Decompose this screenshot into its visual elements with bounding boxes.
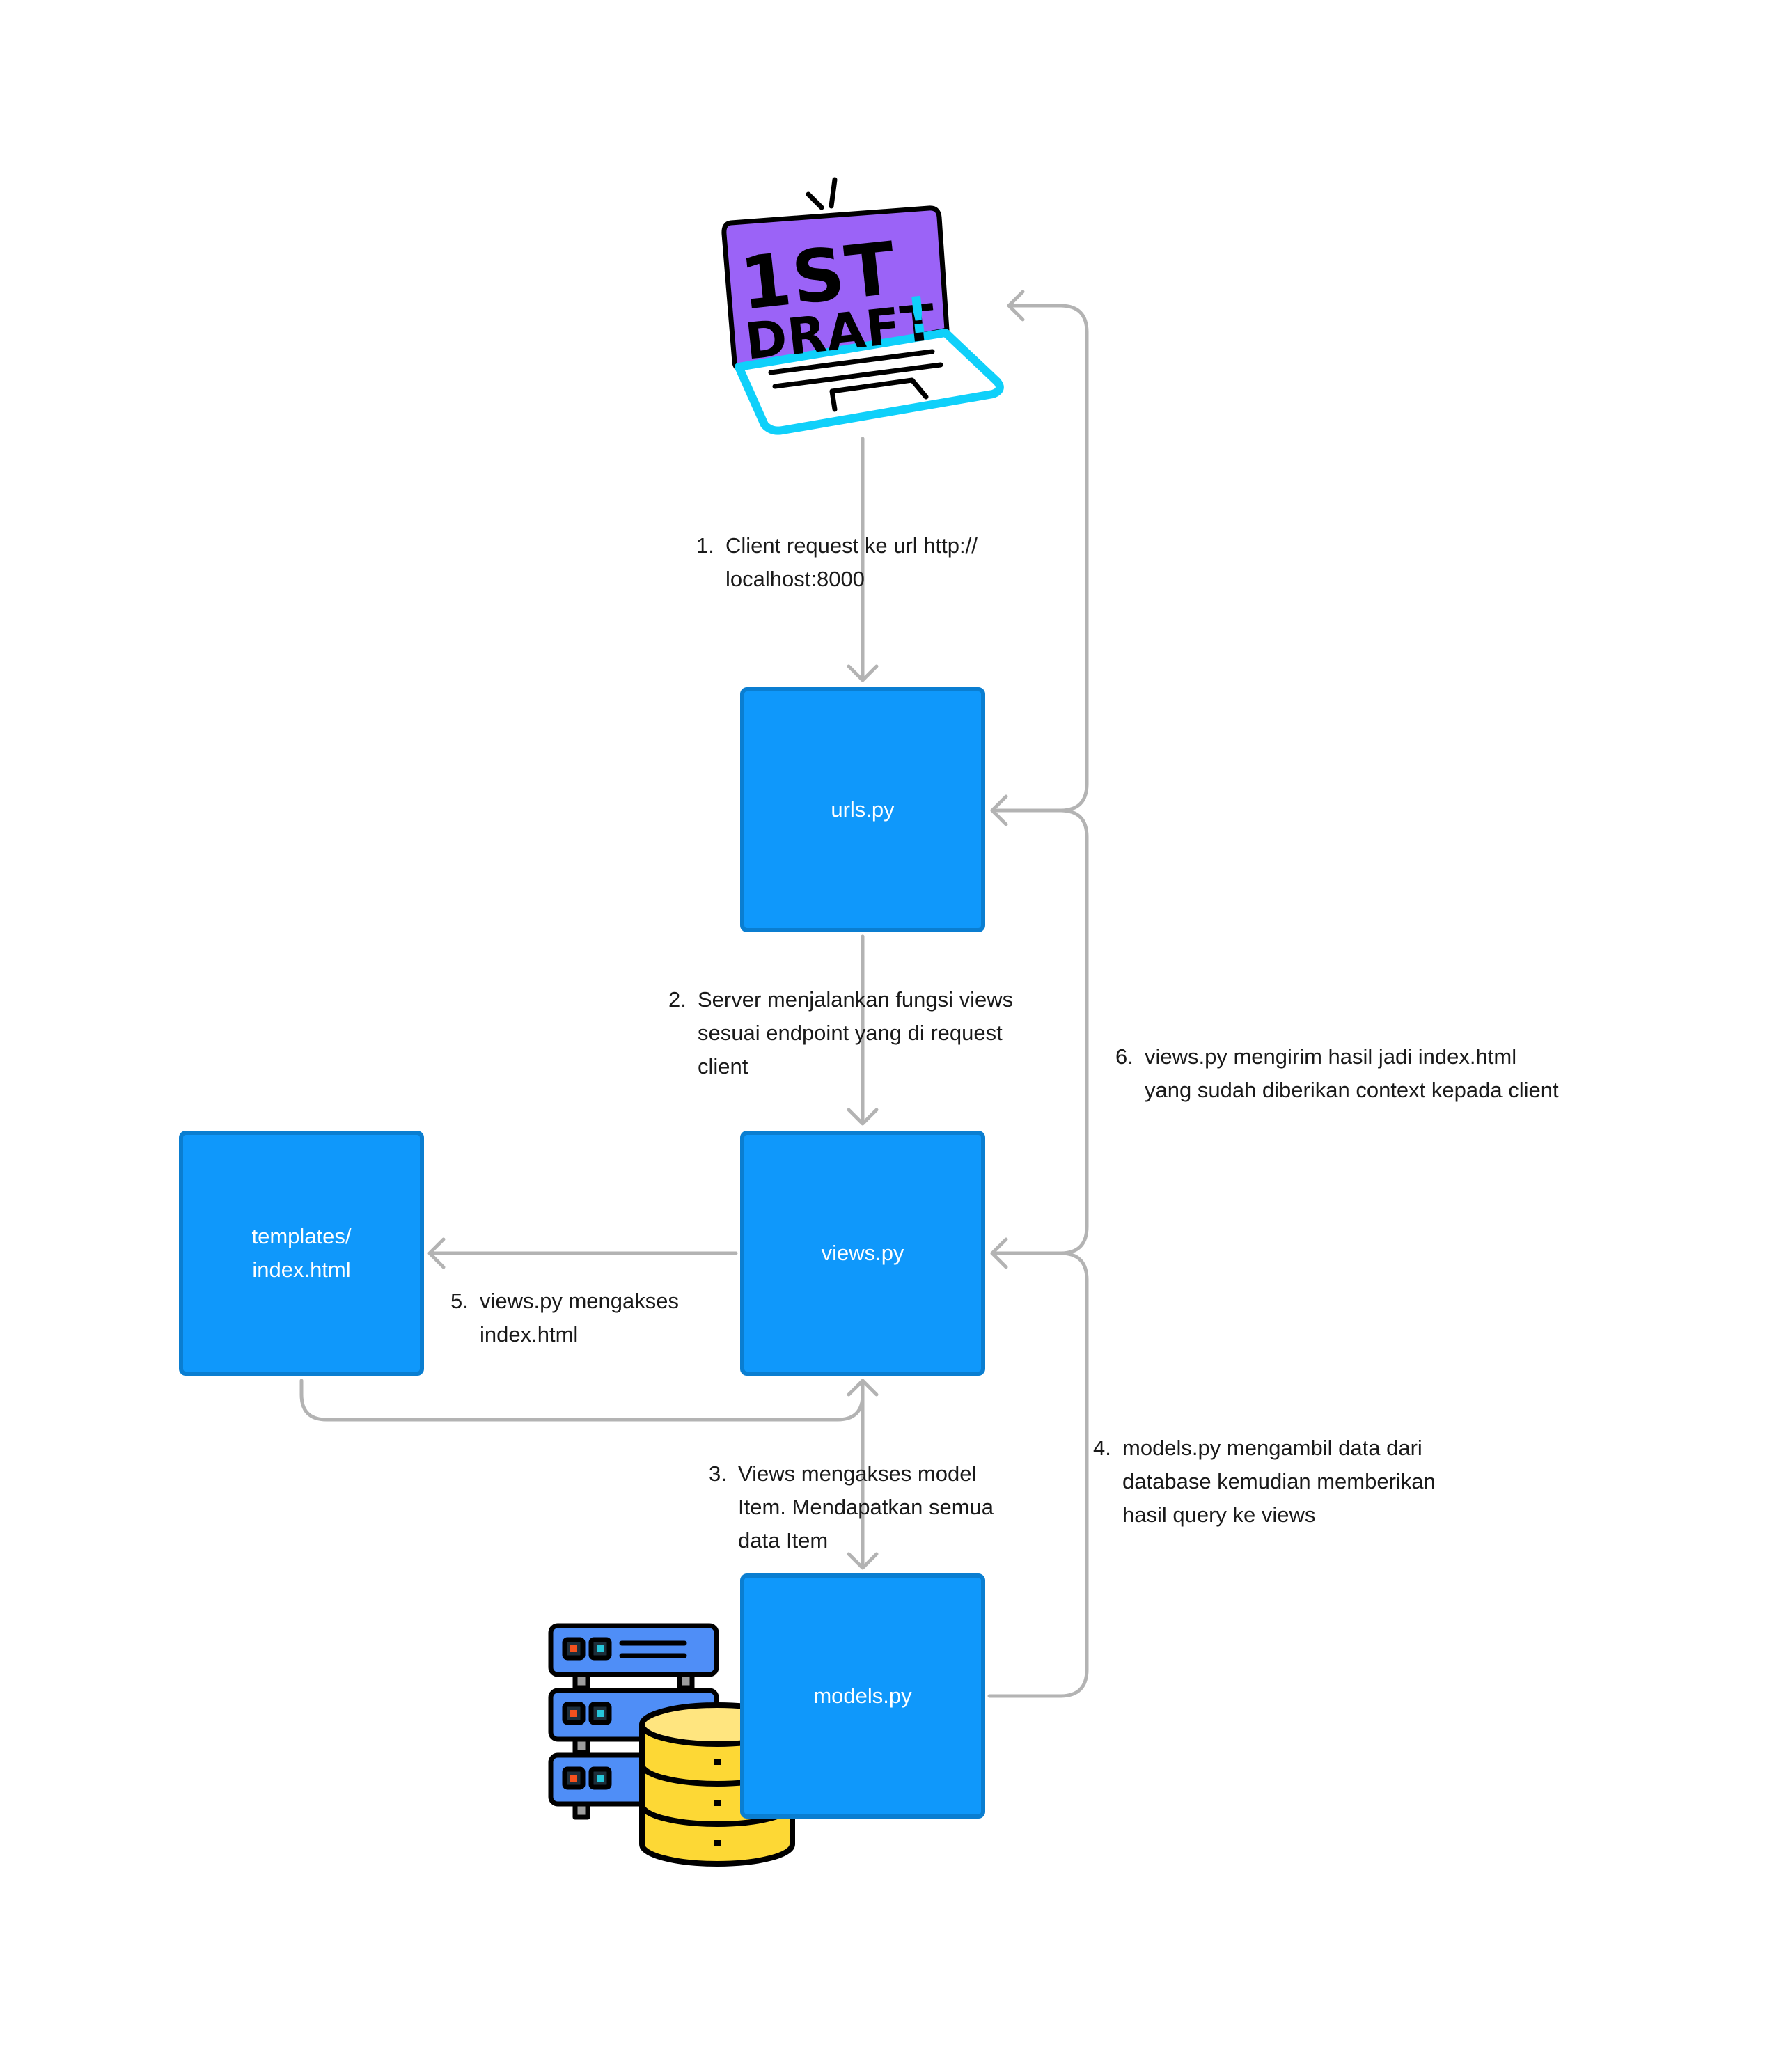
arrow-models-to-views <box>987 1251 1089 1698</box>
step-3-text: Views mengakses model Item. Mendapatkan … <box>738 1461 994 1553</box>
arrow-urls-to-laptop <box>990 304 1089 813</box>
step-6-note: 6. views.py mengirim hasil jadi index.ht… <box>1115 1040 1617 1107</box>
arrowhead-models-top <box>847 1552 879 1570</box>
urls-box: urls.py <box>740 687 985 932</box>
step-6-text: views.py mengirim hasil jadi index.html … <box>1145 1044 1559 1102</box>
laptop-sticker-line1: 1ST <box>737 226 901 327</box>
step-1-note: 1. Client request ke url http:// localho… <box>696 529 1023 596</box>
step-6-number: 6. <box>1115 1044 1133 1069</box>
models-box: models.py <box>740 1573 985 1819</box>
step-3-number: 3. <box>709 1461 727 1486</box>
step-2-number: 2. <box>668 987 686 1012</box>
arrowhead-views-bottom <box>847 1379 879 1397</box>
arrowhead-laptop-right <box>1007 290 1025 322</box>
arrowhead-templates-right <box>427 1237 446 1269</box>
step-3-note: 3. Views mengakses model Item. Mendapatk… <box>709 1457 1043 1557</box>
step-4-note: 4. models.py mengambil data dari databas… <box>1093 1431 1483 1532</box>
arrow-templates-to-views <box>299 1379 865 1422</box>
views-label: views.py <box>821 1241 904 1265</box>
step-4-number: 4. <box>1093 1436 1111 1460</box>
templates-box: templates/ index.html <box>179 1131 424 1376</box>
step-4-text: models.py mengambil data dari database k… <box>1122 1436 1436 1527</box>
models-label: models.py <box>813 1684 912 1708</box>
step-1-text: Client request ke url http:// localhost:… <box>725 533 978 591</box>
step-5-note: 5. views.py mengakses index.html <box>450 1285 729 1351</box>
arrow-views-to-urls <box>990 808 1089 1255</box>
arrowhead-urls-top <box>847 664 879 682</box>
urls-label: urls.py <box>831 797 895 822</box>
views-box: views.py <box>740 1131 985 1376</box>
step-2-text: Server menjalankan fungsi views sesuai e… <box>698 987 1014 1078</box>
step-2-note: 2. Server menjalankan fungsi views sesua… <box>668 983 1058 1083</box>
arrowhead-views-top <box>847 1108 879 1126</box>
step-5-number: 5. <box>450 1289 469 1313</box>
step-1-number: 1. <box>696 533 714 558</box>
templates-label: templates/ index.html <box>251 1224 352 1282</box>
step-5-text: views.py mengakses index.html <box>480 1289 680 1347</box>
